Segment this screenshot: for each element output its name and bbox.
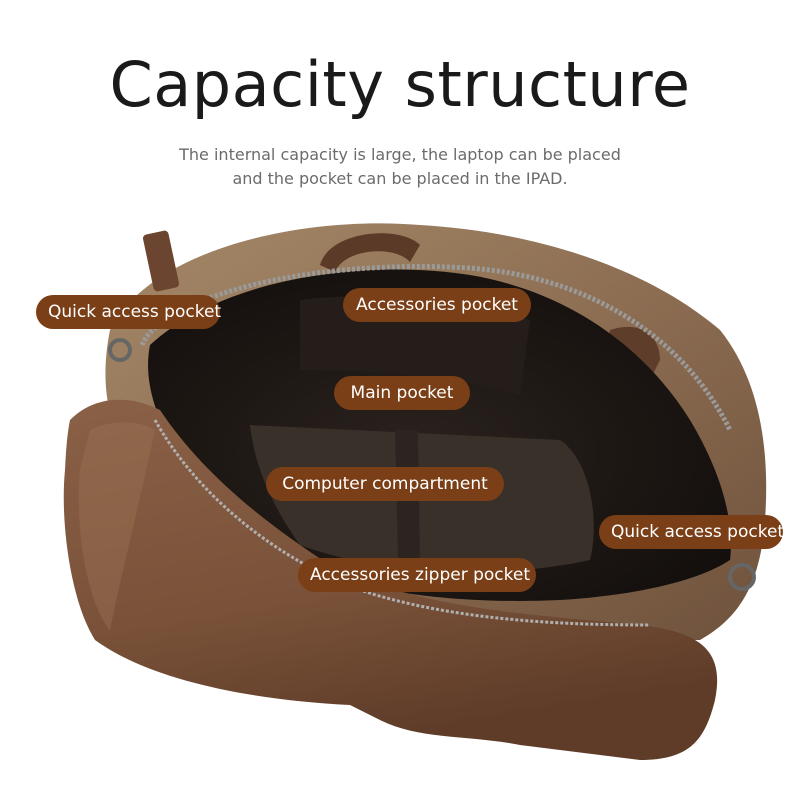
page-subtitle: The internal capacity is large, the lapt… bbox=[0, 143, 800, 191]
subtitle-line-2: and the pocket can be placed in the IPAD… bbox=[232, 169, 568, 188]
top-handle bbox=[320, 233, 420, 272]
label-quick-access-pocket-left: Quick access pocket bbox=[36, 295, 221, 329]
zipper-pull-left bbox=[142, 230, 180, 292]
side-ring-right bbox=[728, 563, 756, 591]
label-accessories-pocket: Accessories pocket bbox=[343, 288, 531, 322]
subtitle-line-1: The internal capacity is large, the lapt… bbox=[179, 145, 621, 164]
label-computer-compartment: Computer compartment bbox=[266, 467, 504, 501]
label-accessories-zipper-pocket: Accessories zipper pocket bbox=[298, 558, 536, 592]
label-main-pocket: Main pocket bbox=[334, 376, 470, 410]
flap-highlight bbox=[78, 422, 155, 630]
side-ring-left bbox=[108, 338, 132, 362]
front-flap bbox=[63, 399, 718, 760]
label-quick-access-pocket-right: Quick access pocket bbox=[599, 515, 784, 549]
zipper-track bbox=[139, 264, 733, 432]
page-title: Capacity structure bbox=[109, 48, 691, 121]
